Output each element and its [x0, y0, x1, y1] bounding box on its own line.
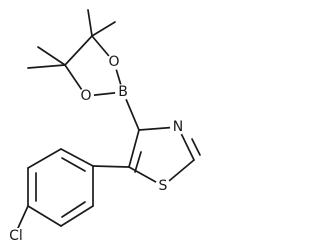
atom-label-o1: O — [106, 54, 122, 70]
thiazole-phenyl-bond — [92, 165, 130, 168]
atom-label-n: N — [170, 119, 186, 135]
svg-text:S: S — [159, 178, 168, 194]
svg-text:Cl: Cl — [9, 228, 23, 244]
atom-label-b: B — [115, 84, 131, 100]
phenyl-ring-bonds — [27, 148, 94, 227]
atom-label-cl: Cl — [5, 228, 29, 244]
svg-text:O: O — [80, 88, 91, 104]
atom-label-s: S — [155, 178, 171, 194]
svg-text:O: O — [108, 54, 119, 70]
chemical-structure: O O B N S Cl — [5, 9, 201, 244]
carbon-chlorine-bond — [17, 205, 29, 229]
atom-label-o2: O — [78, 88, 94, 104]
pinacol-methyl-bonds — [27, 9, 116, 69]
svg-text:N: N — [173, 119, 183, 135]
svg-text:B: B — [118, 84, 128, 100]
